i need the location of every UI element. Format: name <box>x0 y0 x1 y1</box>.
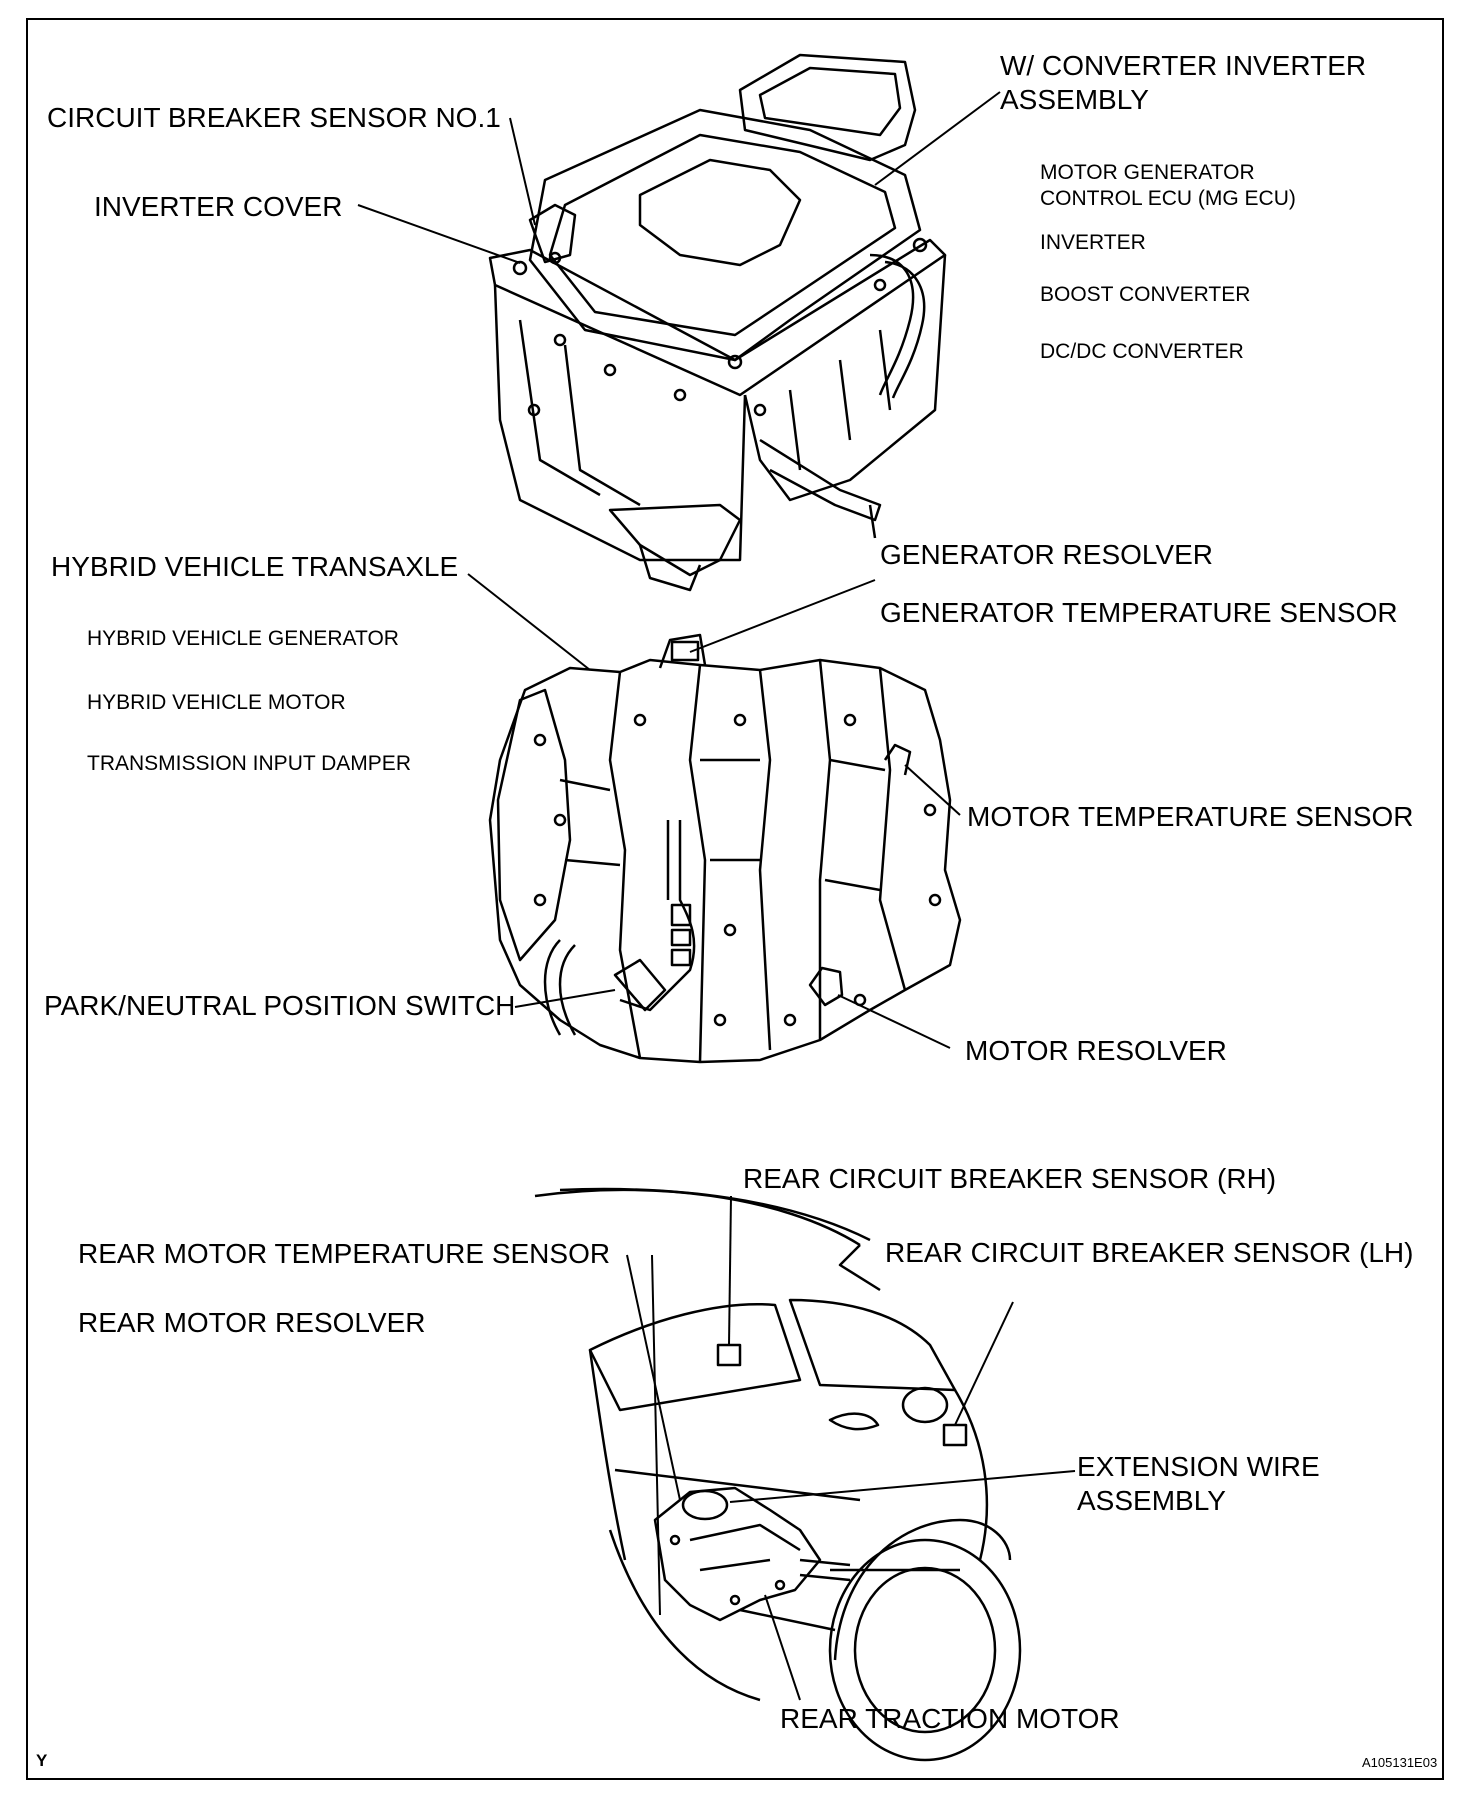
label-converter-inverter-assembly-line1: W/ CONVERTER INVERTER <box>1000 50 1367 81</box>
diagram-frame <box>26 18 1444 1780</box>
leader-extension-wire-assembly <box>729 1470 1076 1503</box>
leader-rear-motor-resolver <box>651 1254 661 1616</box>
label-mg-ecu-line2: CONTROL ECU (MG ECU) <box>1040 187 1296 210</box>
label-hybrid-vehicle-generator: HYBRID VEHICLE GENERATOR <box>87 627 399 650</box>
converter-inverter-drawing <box>488 53 947 592</box>
label-inverter: INVERTER <box>1040 231 1146 254</box>
corner-mark: Y <box>36 1751 48 1770</box>
label-park-neutral-position-switch: PARK/NEUTRAL POSITION SWITCH <box>44 990 516 1021</box>
label-motor-temperature-sensor: MOTOR TEMPERATURE SENSOR <box>967 801 1414 832</box>
leader-circuit-breaker-sensor-no1 <box>509 117 536 226</box>
figure-code: A105131E03 <box>1362 1755 1438 1770</box>
label-rear-traction-motor: REAR TRACTION MOTOR <box>780 1703 1120 1734</box>
leader-converter-inverter-assembly <box>874 91 1001 186</box>
leader-rear-traction-motor <box>764 1594 801 1701</box>
leader-rear-circuit-breaker-rh <box>728 1195 732 1346</box>
label-mg-ecu-line1: MOTOR GENERATOR <box>1040 161 1255 184</box>
label-inverter-cover: INVERTER COVER <box>94 191 343 222</box>
label-boost-converter: BOOST CONVERTER <box>1040 283 1251 306</box>
leader-hybrid-vehicle-transaxle <box>467 573 591 671</box>
leader-rear-circuit-breaker-lh <box>954 1301 1014 1426</box>
label-rear-circuit-breaker-sensor-lh: REAR CIRCUIT BREAKER SENSOR (LH) <box>885 1237 1414 1268</box>
label-converter-inverter-assembly-line2: ASSEMBLY <box>1000 84 1149 115</box>
transaxle-drawing <box>488 633 962 1064</box>
label-extension-wire-assembly-line2: ASSEMBLY <box>1077 1485 1226 1516</box>
label-dcdc-converter: DC/DC CONVERTER <box>1040 340 1244 363</box>
label-generator-temperature-sensor: GENERATOR TEMPERATURE SENSOR <box>880 597 1398 628</box>
label-circuit-breaker-sensor-no1: CIRCUIT BREAKER SENSOR NO.1 <box>47 102 501 133</box>
vehicle-drawing <box>534 1187 1022 1762</box>
label-hybrid-vehicle-motor: HYBRID VEHICLE MOTOR <box>87 691 346 714</box>
label-hybrid-vehicle-transaxle: HYBRID VEHICLE TRANSAXLE <box>51 551 459 582</box>
leader-park-neutral-position-switch <box>514 989 616 1008</box>
label-rear-motor-resolver: REAR MOTOR RESOLVER <box>78 1307 426 1338</box>
leader-lines <box>357 91 1076 1701</box>
label-generator-resolver: GENERATOR RESOLVER <box>880 539 1213 570</box>
label-extension-wire-assembly-line1: EXTENSION WIRE <box>1077 1451 1320 1482</box>
leader-generator-sensors <box>689 579 876 653</box>
label-rear-motor-temperature-sensor: REAR MOTOR TEMPERATURE SENSOR <box>78 1238 611 1269</box>
leader-motor-temperature-sensor <box>904 764 961 816</box>
leader-motor-resolver <box>837 994 951 1049</box>
leader-rear-motor-temperature-sensor <box>626 1254 681 1501</box>
label-motor-resolver: MOTOR RESOLVER <box>965 1035 1227 1066</box>
label-rear-circuit-breaker-sensor-rh: REAR CIRCUIT BREAKER SENSOR (RH) <box>743 1163 1277 1194</box>
label-transmission-input-damper: TRANSMISSION INPUT DAMPER <box>87 752 411 775</box>
leader-inverter-cover <box>357 204 521 264</box>
